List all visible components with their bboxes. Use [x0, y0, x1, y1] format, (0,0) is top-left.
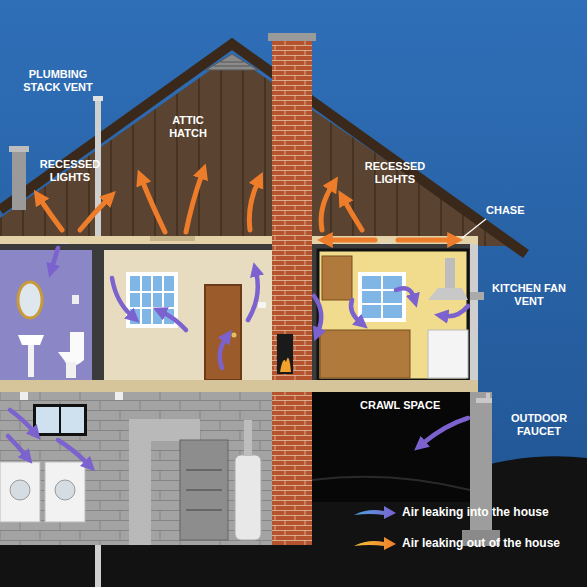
legend-row: Air leaking into the house: [352, 502, 549, 522]
legend-text: Air leaking into the house: [402, 505, 549, 519]
callout-label: ATTIC HATCH: [160, 114, 216, 139]
callout-label: CRAWL SPACE: [360, 399, 450, 412]
legend-text: Air leaking out of the house: [402, 536, 560, 550]
callout-label: RECESSED LIGHTS: [30, 158, 110, 183]
legend-arrow: [352, 533, 398, 553]
callout-label: RECESSED LIGHTS: [352, 160, 438, 185]
callout-label: KITCHEN FAN VENT: [488, 282, 570, 307]
callout-label: OUTDOOR FAUCET: [500, 412, 578, 437]
callout-label: PLUMBING STACK VENT: [18, 68, 98, 93]
legend-arrow: [352, 502, 398, 522]
legend-row: Air leaking out of the house: [352, 533, 560, 553]
callout-label: CHASE: [486, 204, 546, 217]
